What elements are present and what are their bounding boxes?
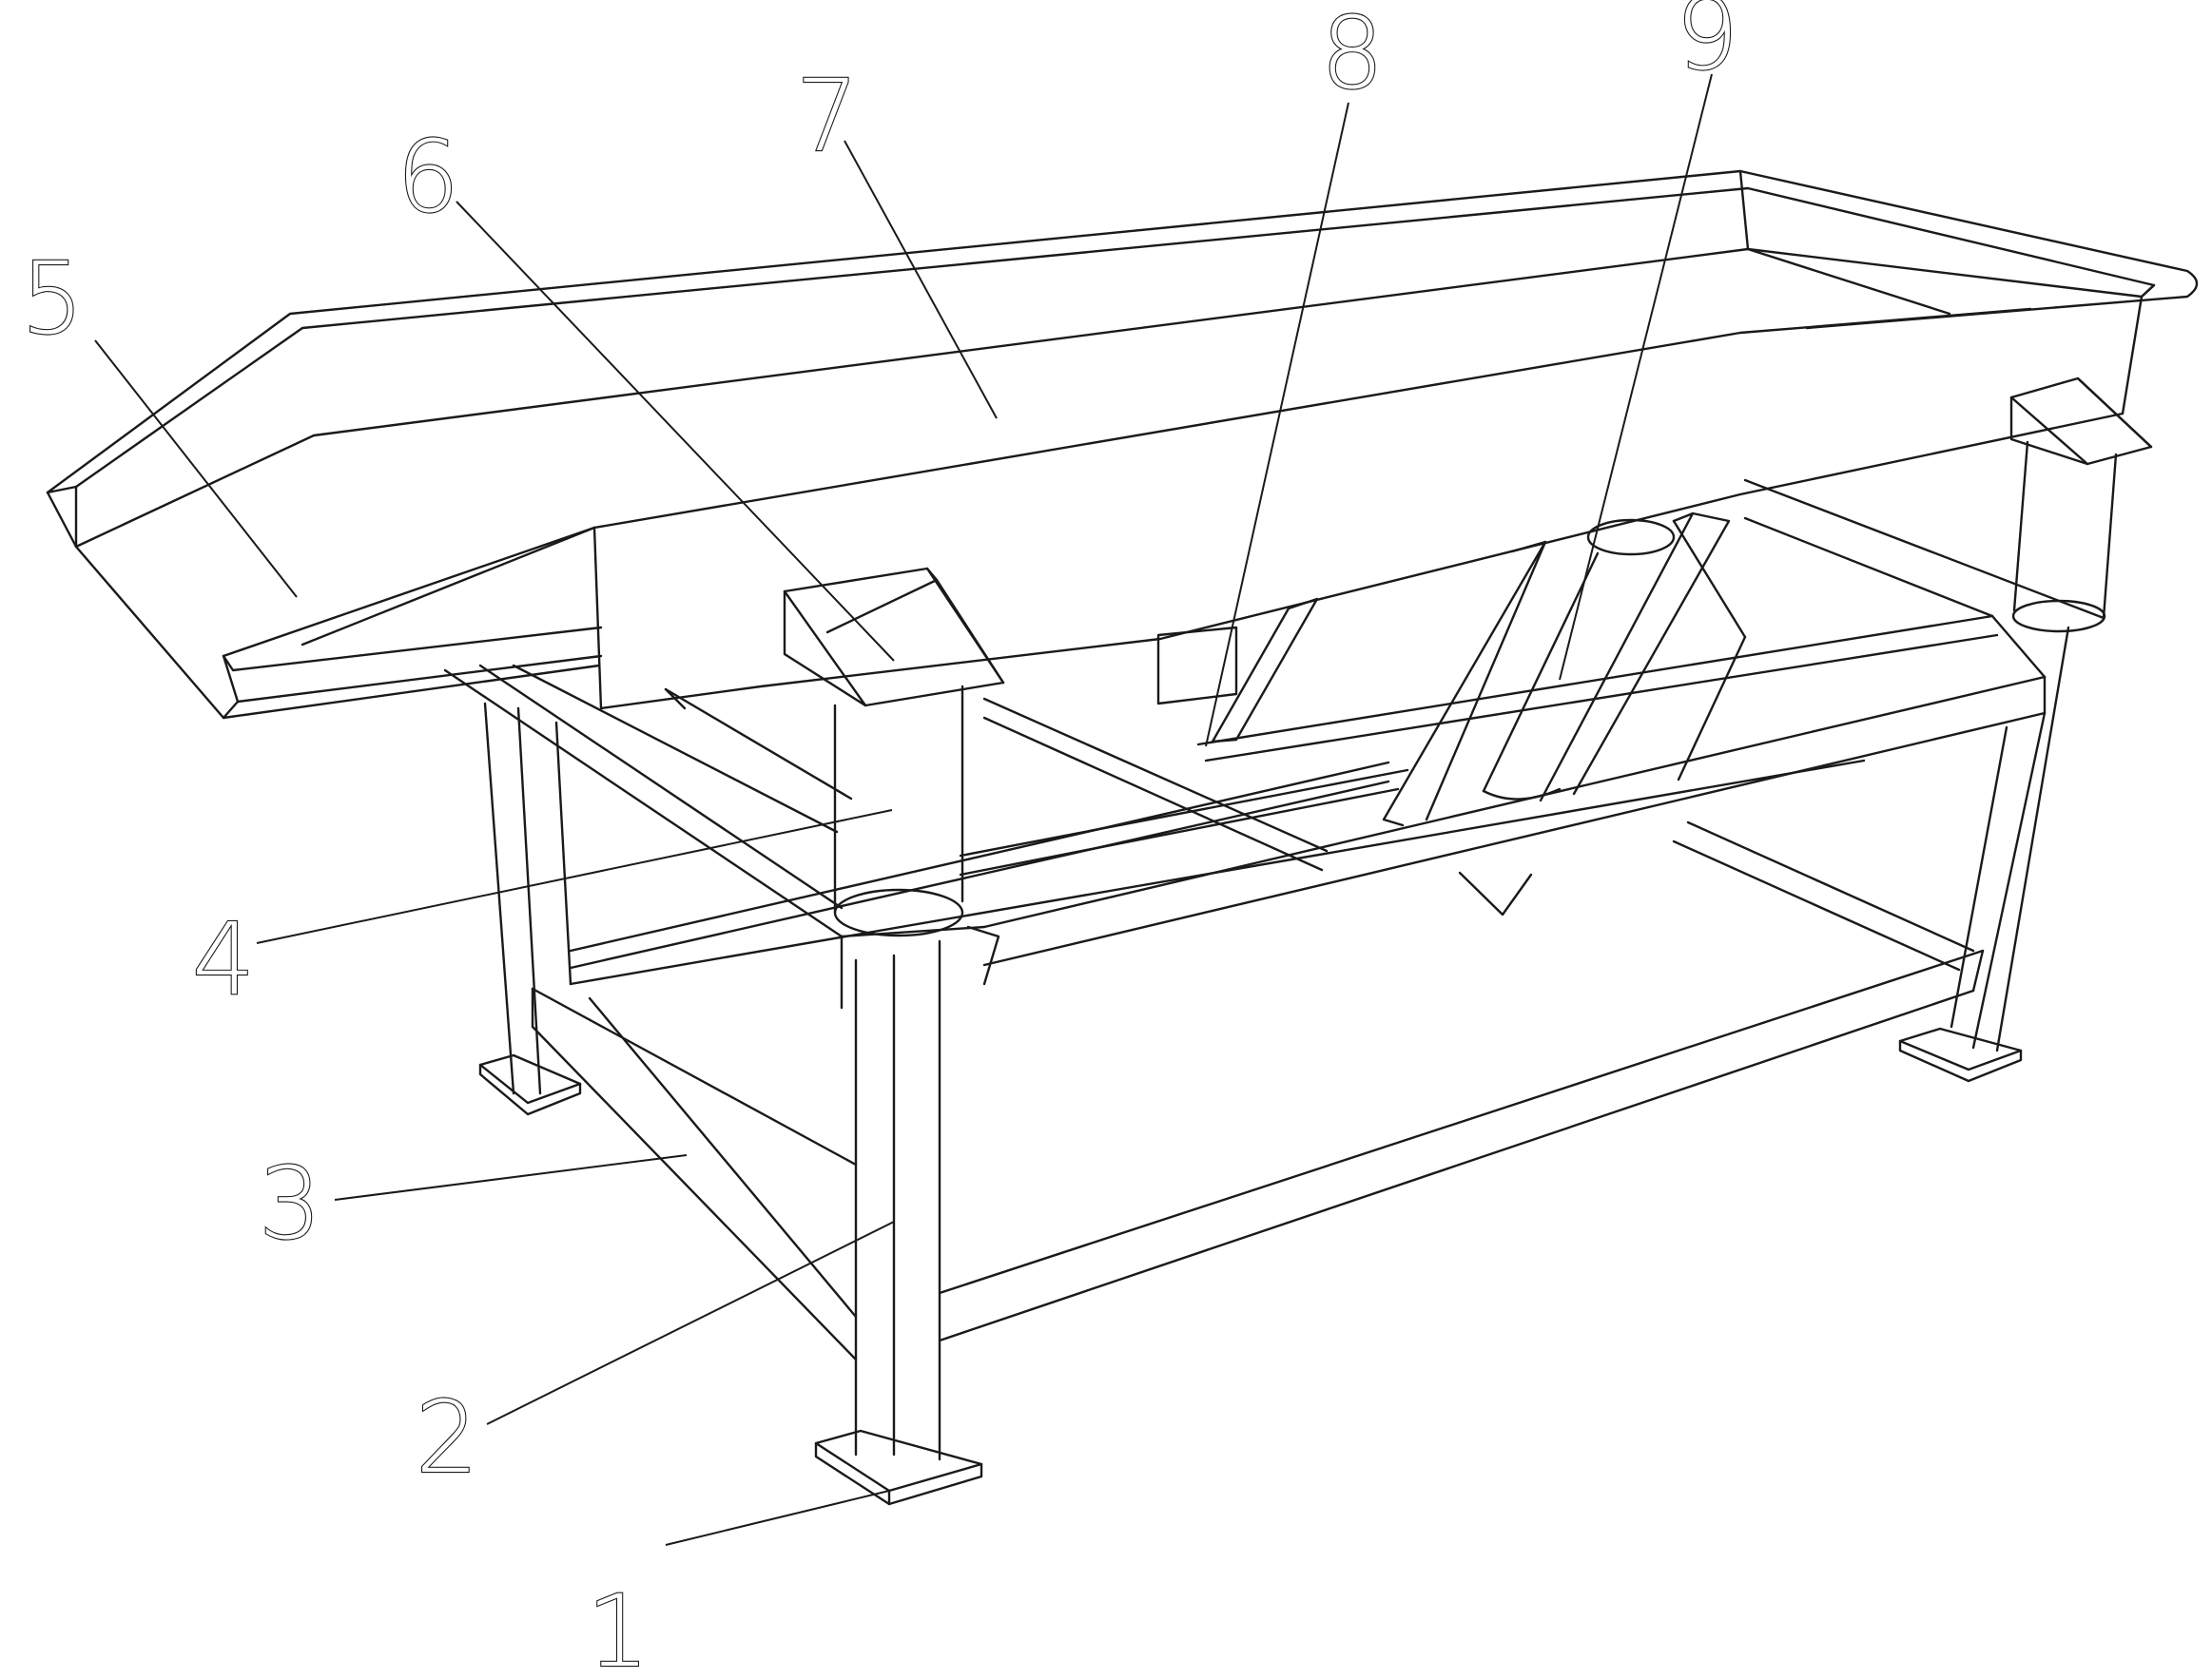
callout-8: 8 — [1321, 0, 1384, 111]
leader-line-8 — [1205, 102, 1349, 747]
leader-line-3 — [334, 1154, 688, 1201]
callout-9: 9 — [1676, 0, 1738, 92]
callout-6: 6 — [397, 119, 459, 235]
callout-1: 1 — [587, 1573, 650, 1679]
leader-line-2 — [486, 1221, 895, 1425]
frame-lower — [531, 759, 1985, 1361]
discharge-chute — [46, 491, 603, 720]
callout-7: 7 — [796, 58, 859, 174]
motor-bracket — [1156, 511, 1731, 827]
feed-hopper-rear — [2009, 376, 2153, 466]
spring-column-front — [833, 685, 964, 937]
callout-3: 3 — [259, 1146, 321, 1262]
leader-line-6 — [456, 201, 895, 662]
screen-trough — [46, 169, 2199, 710]
leader-line-7 — [844, 140, 998, 419]
frame-legs — [483, 626, 2070, 1461]
frame-top — [443, 478, 2105, 1010]
leader-line-9 — [1559, 73, 1713, 681]
callout-4: 4 — [192, 901, 255, 1017]
leader-line-1 — [665, 1490, 890, 1546]
foot-plates — [478, 1027, 2023, 1506]
callout-5: 5 — [21, 241, 84, 357]
feed-hopper-front — [783, 567, 1005, 707]
leader-line-5 — [94, 339, 298, 598]
leader-line-4 — [256, 809, 893, 944]
callout-2: 2 — [416, 1380, 478, 1496]
